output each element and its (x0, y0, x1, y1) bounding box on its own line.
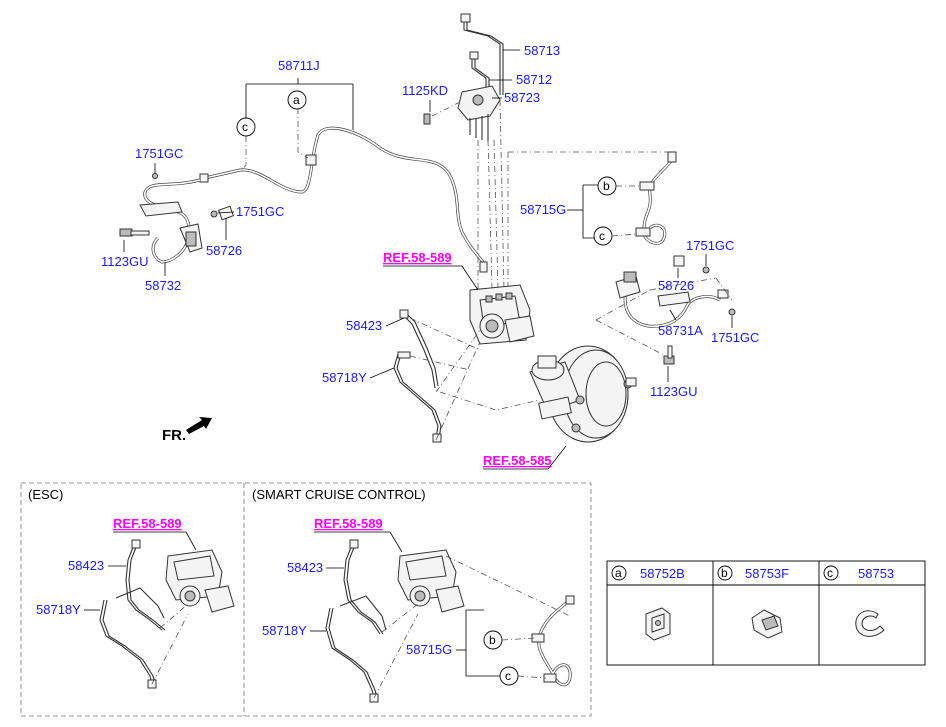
label-58726-left: 58726 (206, 243, 242, 258)
label-58718Y-main: 58718Y (322, 370, 367, 385)
ref-58-589-scc: REF.58-589 (314, 516, 383, 531)
label-58711J: 58711J (278, 58, 320, 73)
svg-text:c: c (827, 566, 833, 580)
svg-text:b: b (721, 566, 728, 580)
leader-58711J: 58711J (241, 58, 354, 171)
svg-text:c: c (242, 120, 248, 134)
svg-text:b: b (603, 179, 610, 193)
tube-58715G-main (635, 151, 677, 245)
callout-c-right: c (593, 226, 613, 246)
label-58726-right: 58726 (658, 278, 694, 293)
front-indicator: FR. (162, 427, 186, 444)
label-58732: 58732 (145, 278, 181, 293)
label-1751GC-right-top: 1751GC (686, 238, 734, 253)
label-58712: 58712 (516, 72, 552, 87)
callout-b-scc: b (483, 630, 503, 650)
front-arrow-icon (186, 417, 212, 434)
abs-modulator-main (469, 284, 535, 345)
label-1751GC-right: 1751GC (711, 330, 759, 345)
bracket-hose-58732 (119, 173, 234, 264)
label-58731A: 58731A (658, 323, 703, 338)
abs-modulator-scc (397, 549, 465, 613)
label-1125KD: 1125KD (402, 83, 448, 98)
clip-part-58752B: 58752B (640, 566, 685, 581)
label-1123GU-right: 1123GU (650, 384, 697, 399)
label-58423-esc: 58423 (68, 558, 104, 573)
tube-58718Y-scc (325, 595, 387, 703)
tube-58713 (460, 13, 504, 95)
label-1123GU-left: 1123GU (101, 254, 148, 269)
scc-title: (SMART CRUISE CONTROL) (252, 487, 426, 502)
ref-58-585: REF.58-585 (483, 453, 552, 468)
callout-a-main: a (287, 90, 307, 110)
tube-58718Y-esc (99, 587, 165, 689)
label-58423-main: 58423 (346, 318, 382, 333)
ref-58-589-main: REF.58-589 (383, 250, 452, 265)
svg-text:b: b (489, 633, 496, 647)
label-58715G-scc: 58715G (406, 642, 452, 657)
label-58713: 58713 (524, 43, 560, 58)
ref-58-589-esc: REF.58-589 (113, 516, 182, 531)
tube-58715G-scc (531, 595, 575, 687)
clip-cell-c: c 58753 (823, 565, 894, 637)
bracket-hose-58731A (615, 255, 736, 365)
clip-cell-b: b 58753F (717, 565, 789, 639)
callout-c-main: c (236, 117, 256, 137)
label-58718Y-scc: 58718Y (262, 623, 307, 638)
svg-text:c: c (505, 669, 511, 683)
clip-table: a 58752B b 58753F c 58753 (606, 560, 926, 666)
abs-modulator-esc (165, 549, 235, 613)
esc-title: (ESC) (28, 487, 63, 502)
clip-part-58753: 58753 (858, 566, 894, 581)
proportioning-valve-58723 (423, 85, 501, 142)
label-1751GC-left-top: 1751GC (135, 146, 183, 161)
clip-cell-a: a 58752B (611, 565, 685, 641)
svg-text:a: a (615, 566, 622, 580)
tube-58423-esc (125, 539, 166, 631)
label-58423-scc: 58423 (287, 560, 323, 575)
tube-58423-scc (343, 539, 384, 635)
label-1751GC-left: 1751GC (236, 204, 284, 219)
label-58718Y-esc: 58718Y (36, 602, 81, 617)
callout-b-main: b (597, 176, 617, 196)
brake-tube-58711J (199, 126, 488, 273)
label-58723: 58723 (504, 90, 540, 105)
svg-text:a: a (293, 93, 300, 107)
label-58715G-main: 58715G (520, 202, 566, 217)
brake-booster (529, 345, 637, 443)
clip-part-58753F: 58753F (745, 566, 789, 581)
callout-c-scc: c (499, 666, 519, 686)
variant-box (20, 482, 592, 717)
svg-text:c: c (599, 229, 605, 243)
